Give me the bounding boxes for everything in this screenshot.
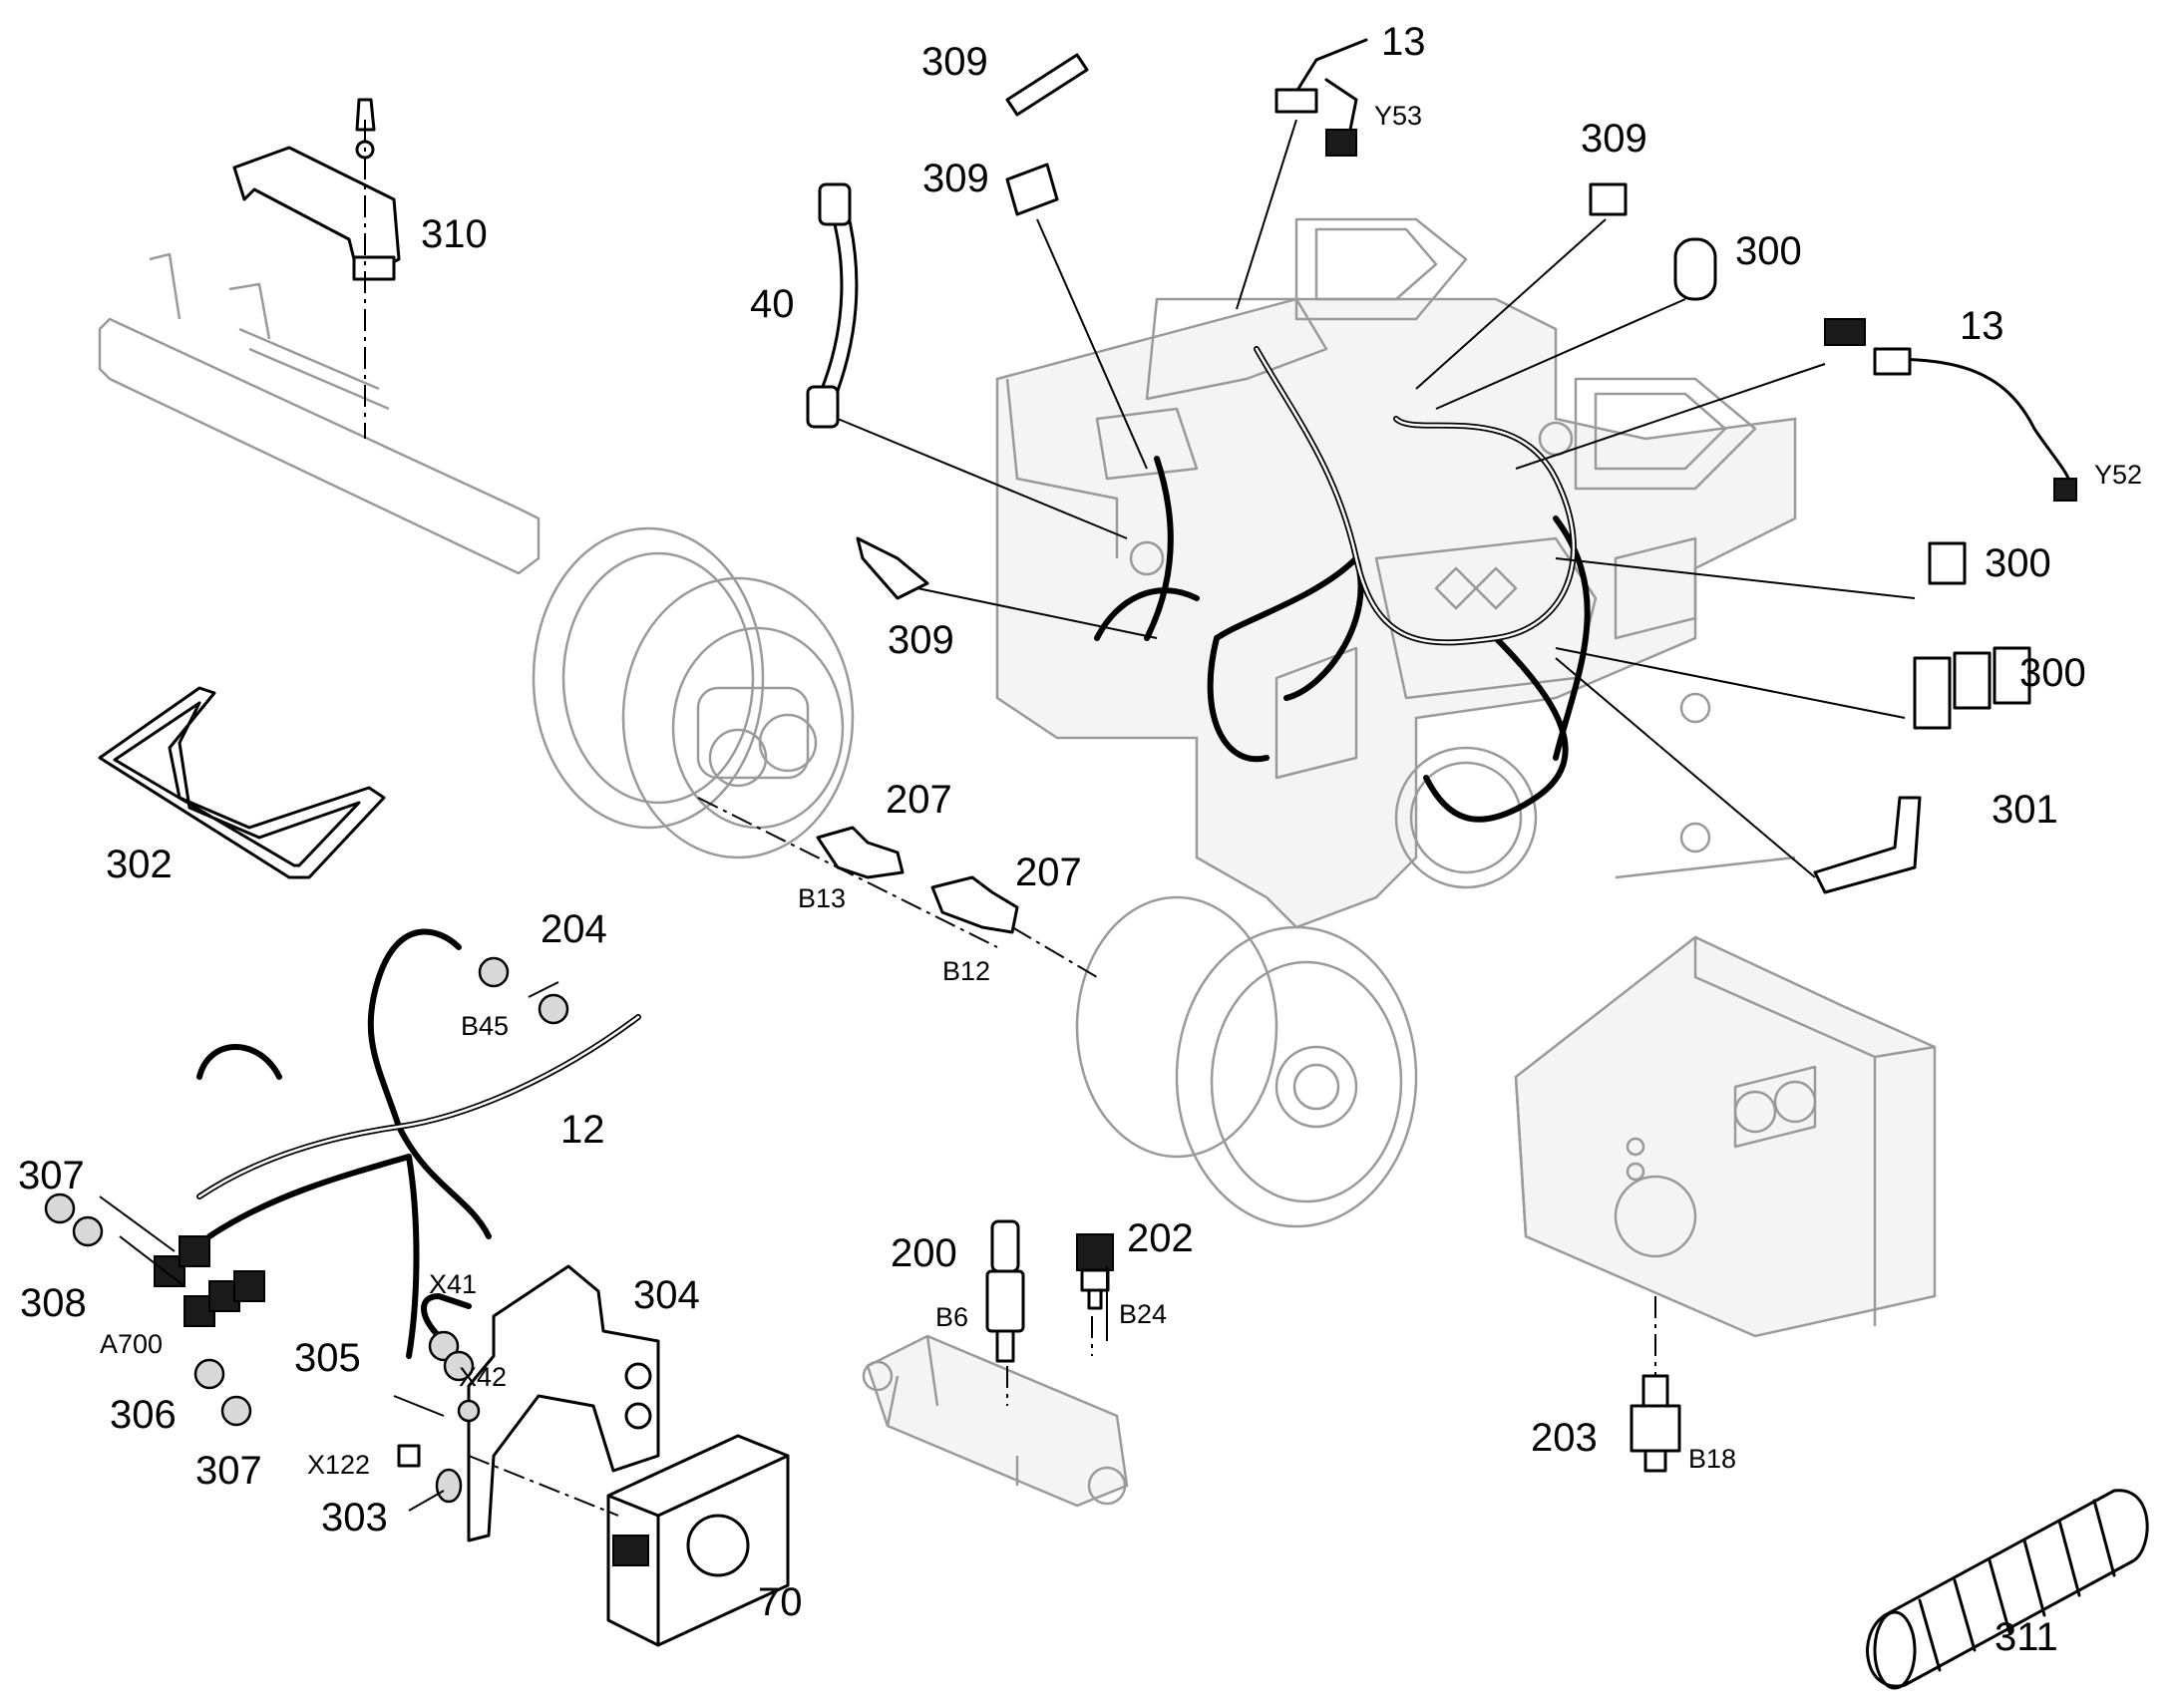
callout-202: 202 — [1127, 1216, 1194, 1260]
pressure-sensor-200 — [985, 1219, 1025, 1363]
control-unit-70 — [606, 1434, 790, 1647]
designation-b12: B12 — [942, 956, 990, 986]
callout-204: 204 — [541, 907, 607, 951]
speed-sensor-207-b13 — [816, 826, 905, 879]
callout-309-mid: 309 — [922, 157, 989, 200]
connectors-a700 — [154, 1235, 265, 1327]
callout-306: 306 — [110, 1393, 177, 1437]
temp-sensor-202 — [1076, 1233, 1114, 1310]
callout-305: 305 — [294, 1336, 361, 1380]
grommets — [44, 1193, 252, 1427]
callout-13-right: 13 — [1960, 304, 2004, 348]
ground-strap-40 — [806, 182, 859, 429]
callout-311: 311 — [1995, 1615, 2058, 1659]
sensor-13-top — [1274, 38, 1368, 157]
electronics-cabinet — [1514, 935, 1937, 1338]
bracket-301 — [1813, 796, 1922, 894]
designation-b24: B24 — [1119, 1299, 1167, 1329]
callout-307-top: 307 — [18, 1154, 85, 1197]
connectors-x41-x42 — [397, 1330, 481, 1468]
bracket-310 — [232, 98, 401, 281]
mounting-rail — [98, 252, 541, 575]
callout-300-lower: 300 — [2019, 651, 2086, 695]
clamp-303 — [435, 1468, 463, 1504]
callout-300-top: 300 — [1735, 229, 1802, 273]
callout-307-bottom: 307 — [195, 1449, 262, 1493]
wheel-hub-left — [532, 526, 855, 859]
callout-309-right: 309 — [1581, 117, 1647, 161]
leader-lines — [99, 119, 1916, 1517]
callout-13-top: 13 — [1381, 20, 1426, 64]
callout-300-mid: 300 — [1985, 541, 2051, 585]
callout-207-b12: 207 — [1015, 851, 1082, 894]
conduit-311 — [1866, 1489, 2149, 1690]
sensor-13-right — [1824, 318, 2077, 502]
callout-302: 302 — [106, 843, 173, 886]
wheel-hub-right — [1075, 895, 1418, 1228]
callout-304: 304 — [633, 1273, 700, 1317]
callout-309-top: 309 — [921, 40, 988, 84]
callout-301: 301 — [1992, 788, 2058, 832]
callout-12: 12 — [560, 1108, 605, 1152]
callout-labels: 309 13 Y53 309 309 300 13 Y52 40 310 300… — [18, 20, 2142, 1659]
callout-200: 200 — [891, 1231, 957, 1275]
valve-block — [862, 1334, 1129, 1508]
designation-b45: B45 — [461, 1011, 509, 1041]
designation-x41: X41 — [429, 1269, 477, 1299]
designation-y53: Y53 — [1374, 101, 1422, 131]
callout-40: 40 — [750, 282, 795, 326]
wire-harness-12 — [196, 928, 641, 1359]
designation-b13: B13 — [798, 883, 846, 913]
callout-310: 310 — [421, 212, 488, 256]
designation-b18: B18 — [1688, 1444, 1736, 1474]
callout-70: 70 — [758, 1580, 803, 1624]
callout-203: 203 — [1531, 1416, 1598, 1460]
chassis-harness — [1094, 346, 1591, 823]
designation-x42: X42 — [459, 1362, 507, 1392]
pressure-switch-203 — [1630, 1374, 1681, 1473]
designation-x122: X122 — [307, 1450, 370, 1480]
chassis-frame — [995, 217, 1797, 929]
callout-308: 308 — [20, 1281, 87, 1325]
callout-207-b13: 207 — [886, 778, 952, 822]
plugs-204 — [478, 956, 569, 1025]
designation-b6: B6 — [935, 1302, 968, 1332]
terminal-300 — [1673, 237, 2031, 730]
clip-309-tabs — [856, 53, 1628, 600]
designation-y52: Y52 — [2094, 460, 2142, 490]
callout-303: 303 — [321, 1496, 388, 1539]
bracket-304 — [467, 1264, 660, 1542]
callout-309-lower: 309 — [888, 618, 954, 662]
speed-sensor-207-b12 — [930, 875, 1019, 934]
gasket-302 — [98, 686, 386, 879]
designation-a700: A700 — [100, 1329, 163, 1359]
